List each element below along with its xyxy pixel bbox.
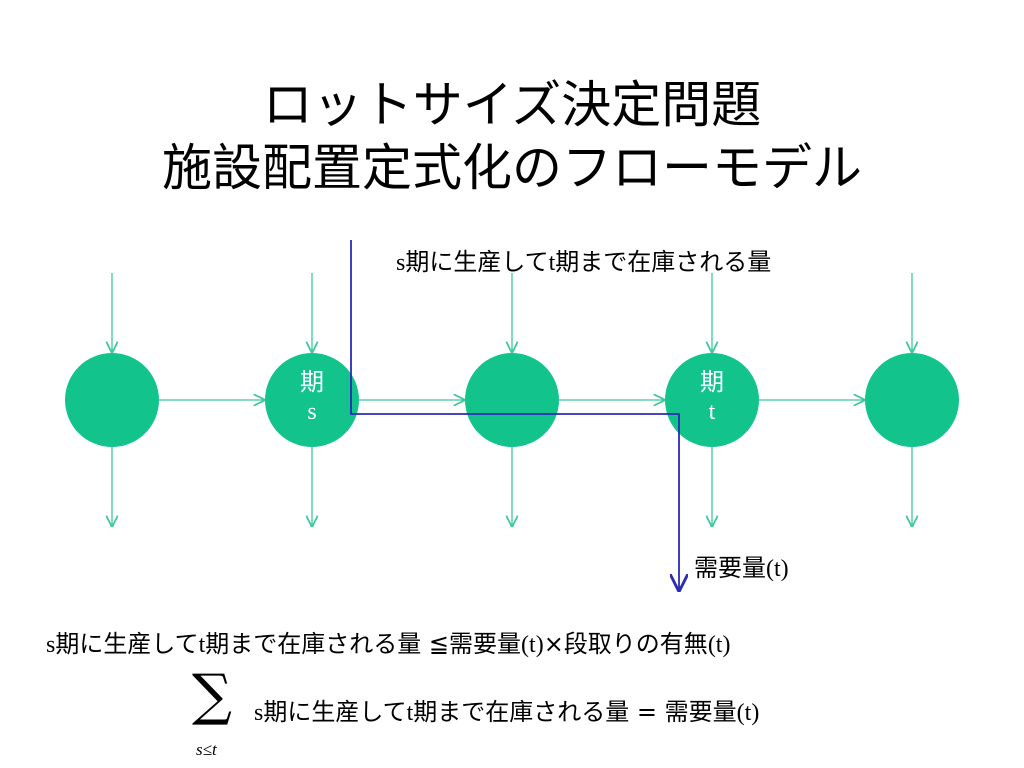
inventory-flow-path [350,240,679,590]
node-s-label-bottom: s [307,399,317,425]
node-t [665,353,759,447]
flow-nodes [65,353,959,447]
node-t-label-top: 期 [700,368,724,396]
constraint-formula: s期に生産してt期まで在庫される量 ≦需要量(t)×段取りの有無(t) [46,630,731,658]
inventory-path-label: s期に生産してt期まで在庫される量 [396,248,772,276]
node-s-label-top: 期 [300,368,324,396]
node-1 [65,353,159,447]
summation-symbol: ∑ [192,663,232,728]
inventory-path [350,240,679,590]
demand-label: 需要量(t) [694,554,789,582]
node-3 [465,353,559,447]
balance-formula: s期に生産してt期まで在庫される量 = 需要量(t) [254,698,760,726]
node-s [265,353,359,447]
node-t-label: 期 t [672,367,752,427]
page-title-line-1: ロットサイズ決定問題 [262,76,762,134]
page-title-line-2: 施設配置定式化のフローモデル [162,139,862,197]
node-5 [865,353,959,447]
node-t-label-bottom: t [708,399,716,425]
summation-subscript: s≤t [196,740,217,759]
node-s-label: 期 s [272,367,352,427]
flow-edges [112,273,912,526]
